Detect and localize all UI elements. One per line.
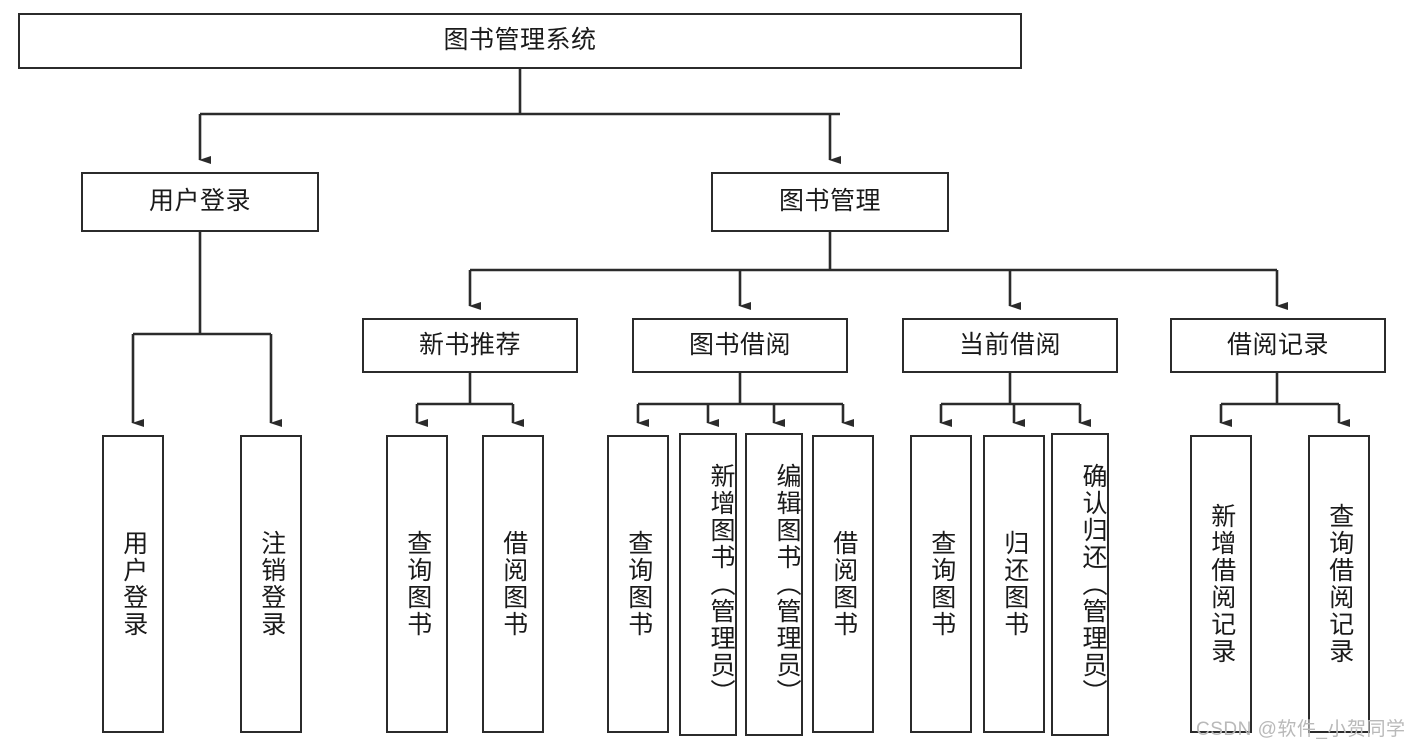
node-leaf-query-book-1[interactable]: 查询图书	[386, 435, 448, 733]
node-user-login[interactable]: 用户登录	[81, 172, 319, 232]
node-leaf-query-book-3[interactable]: 查询图书	[910, 435, 972, 733]
node-leaf-query-book-1-label: 查询图书	[403, 530, 432, 638]
node-user-login-label: 用户登录	[148, 187, 251, 216]
node-leaf-logout-label: 注销登录	[257, 530, 286, 638]
node-leaf-logout[interactable]: 注销登录	[240, 435, 302, 733]
node-new-book-rec[interactable]: 新书推荐	[362, 318, 578, 373]
node-leaf-query-record[interactable]: 查询借阅记录	[1308, 435, 1370, 733]
node-leaf-query-book-3-label: 查询图书	[927, 530, 956, 638]
node-leaf-add-record[interactable]: 新增借阅记录	[1190, 435, 1252, 733]
node-leaf-borrow-book-2[interactable]: 借阅图书	[812, 435, 874, 733]
node-leaf-query-book-2[interactable]: 查询图书	[607, 435, 669, 733]
node-leaf-query-book-2-label: 查询图书	[624, 530, 653, 638]
node-leaf-borrow-book-1[interactable]: 借阅图书	[482, 435, 544, 733]
node-leaf-user-login-label: 用户登录	[119, 530, 148, 638]
node-current-borrow[interactable]: 当前借阅	[902, 318, 1118, 373]
node-leaf-confirm-return-label: 确认归还（管理员）	[1079, 463, 1107, 706]
node-leaf-edit-book[interactable]: 编辑图书（管理员）	[745, 433, 803, 736]
node-root[interactable]: 图书管理系统	[18, 13, 1022, 69]
node-leaf-edit-book-label: 编辑图书（管理员）	[773, 463, 801, 706]
node-current-borrow-label: 当前借阅	[958, 330, 1061, 359]
node-book-manage[interactable]: 图书管理	[711, 172, 949, 232]
node-leaf-add-book[interactable]: 新增图书（管理员）	[679, 433, 737, 736]
node-book-manage-label: 图书管理	[778, 187, 881, 216]
node-leaf-borrow-book-1-label: 借阅图书	[499, 530, 528, 638]
node-leaf-add-record-label: 新增借阅记录	[1207, 503, 1236, 665]
node-leaf-add-book-label: 新增图书（管理员）	[707, 463, 735, 706]
node-borrow-record[interactable]: 借阅记录	[1170, 318, 1386, 373]
node-root-label: 图书管理系统	[443, 26, 597, 55]
node-leaf-user-login[interactable]: 用户登录	[102, 435, 164, 733]
node-borrow-record-label: 借阅记录	[1226, 330, 1329, 359]
node-book-borrow[interactable]: 图书借阅	[632, 318, 848, 373]
csdn-watermark: CSDN @软件_小贺同学	[1196, 719, 1405, 740]
node-leaf-borrow-book-2-label: 借阅图书	[829, 530, 858, 638]
node-leaf-confirm-return[interactable]: 确认归还（管理员）	[1051, 433, 1109, 736]
node-new-book-rec-label: 新书推荐	[418, 330, 521, 359]
node-leaf-query-record-label: 查询借阅记录	[1325, 503, 1354, 665]
node-book-borrow-label: 图书借阅	[688, 330, 791, 359]
node-leaf-return-book-label: 归还图书	[1000, 530, 1029, 638]
node-leaf-return-book[interactable]: 归还图书	[983, 435, 1045, 733]
